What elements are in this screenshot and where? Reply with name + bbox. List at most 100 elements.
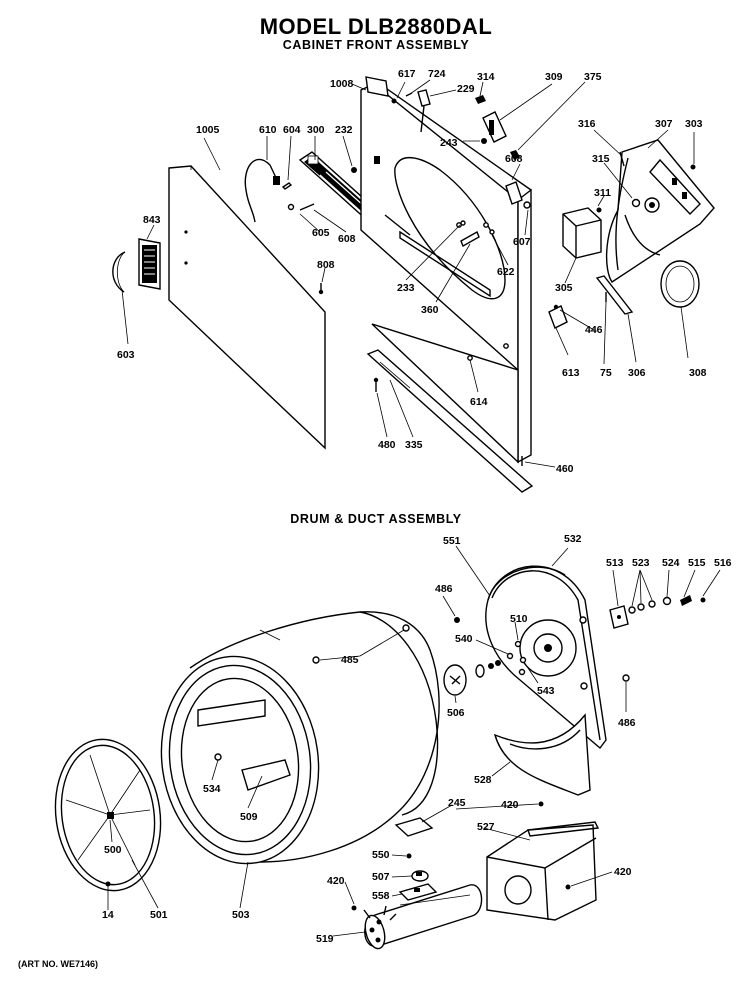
- callout-305: 305: [555, 282, 573, 294]
- callout-524: 524: [662, 557, 680, 569]
- washer-523-c: [648, 600, 656, 608]
- callout-501: 501: [150, 909, 168, 921]
- knob-232: [351, 167, 357, 173]
- callout-306: 306: [628, 367, 646, 379]
- callout-316: 316: [578, 118, 596, 130]
- callout-610: 610: [259, 124, 277, 136]
- bracket-513: [609, 605, 629, 629]
- callout-603: 603: [117, 349, 135, 361]
- screw-550: [406, 853, 412, 859]
- callout-300: 300: [307, 124, 325, 136]
- callout-500: 500: [104, 844, 122, 856]
- thermostat-507: [411, 870, 429, 882]
- drum-leader-lines: [107, 545, 721, 937]
- screw-311: [596, 207, 602, 213]
- screw-233: [460, 220, 466, 226]
- rear-panel-532: [485, 565, 607, 750]
- callout-309: 309: [545, 71, 563, 83]
- grille-843: [138, 238, 161, 290]
- toe-panel-335: [366, 349, 534, 493]
- screw-420-b: [565, 884, 571, 890]
- callout-503: 503: [232, 909, 250, 921]
- screw-head-608: [318, 289, 324, 295]
- callout-513: 513: [606, 557, 624, 569]
- screw-622: [489, 229, 495, 235]
- hinge-309: [482, 111, 507, 143]
- callout-245: 245: [448, 797, 466, 809]
- washer-523-a: [628, 606, 636, 614]
- callout-485: 485: [341, 654, 359, 666]
- seal-551: [487, 566, 566, 601]
- callout-534: 534: [203, 783, 221, 795]
- callout-486a: 486: [435, 583, 453, 595]
- heater-519: [363, 884, 483, 950]
- callout-480: 480: [378, 439, 396, 451]
- part-number-labels: 1008 617 724 229 314 309 375 316 307 303…: [102, 68, 732, 945]
- part-375: [510, 150, 520, 160]
- callout-605: 605: [312, 227, 330, 239]
- blower-housing-307: [605, 139, 715, 283]
- washer-510: [514, 640, 522, 648]
- callout-420c: 420: [327, 875, 345, 887]
- callout-614: 614: [470, 396, 488, 408]
- screw-14: [105, 881, 111, 887]
- thermostat-305: [562, 207, 602, 259]
- bracket-306: [595, 275, 634, 315]
- screw-617: [391, 98, 397, 104]
- callout-532: 532: [564, 533, 582, 545]
- callout-243: 243: [440, 137, 458, 149]
- callout-509: 509: [240, 811, 258, 823]
- door-handle-603: [112, 251, 126, 293]
- screw-486-a: [454, 617, 460, 623]
- heater-housing-527: [486, 821, 600, 921]
- washer-543: [519, 656, 527, 664]
- callout-516: 516: [714, 557, 732, 569]
- callout-315: 315: [592, 153, 610, 165]
- callout-486b: 486: [618, 717, 636, 729]
- cabinet-front-1008: [360, 76, 532, 464]
- callout-540: 540: [455, 633, 473, 645]
- callout-617: 617: [398, 68, 416, 80]
- callout-515: 515: [688, 557, 706, 569]
- callout-75: 75: [600, 367, 612, 379]
- callout-604: 604: [283, 124, 301, 136]
- screw-607: [523, 201, 531, 209]
- door-500: [54, 738, 162, 892]
- callout-420b: 420: [614, 866, 632, 878]
- front-panel-1005: [168, 165, 326, 450]
- callout-420a: 420: [501, 799, 519, 811]
- duct-528: [493, 713, 591, 796]
- callout-523: 523: [632, 557, 650, 569]
- screw-420-c: [351, 905, 357, 911]
- callout-311: 311: [594, 187, 611, 199]
- art-number: (ART NO. WE7146): [18, 959, 99, 969]
- callout-1008: 1008: [330, 78, 354, 90]
- switch-808: [505, 181, 523, 205]
- drum-503: [160, 611, 440, 865]
- callout-307: 307: [655, 118, 673, 130]
- cabinet-leader-lines: [121, 79, 695, 468]
- latch-229: [417, 89, 431, 133]
- callout-724: 724: [428, 68, 446, 80]
- callout-229: 229: [457, 83, 475, 95]
- washer-523-b: [637, 603, 645, 611]
- callout-303: 303: [685, 118, 703, 130]
- callout-843: 843: [143, 214, 161, 226]
- spring-606: [299, 203, 315, 211]
- callout-446: 446: [585, 324, 603, 336]
- screw-420-a: [538, 801, 544, 807]
- callout-510: 510: [510, 613, 528, 625]
- callout-558: 558: [372, 890, 390, 902]
- callout-233: 233: [397, 282, 415, 294]
- screw-486-b: [622, 674, 630, 682]
- screw-605: [287, 203, 295, 211]
- callout-543: 543: [537, 685, 555, 697]
- callout-14: 14: [102, 909, 114, 921]
- bracket-314: [475, 95, 486, 104]
- lever-360: [460, 230, 480, 248]
- callout-528: 528: [474, 774, 492, 786]
- bearing-506: [443, 660, 501, 696]
- callout-335: 335: [405, 439, 423, 451]
